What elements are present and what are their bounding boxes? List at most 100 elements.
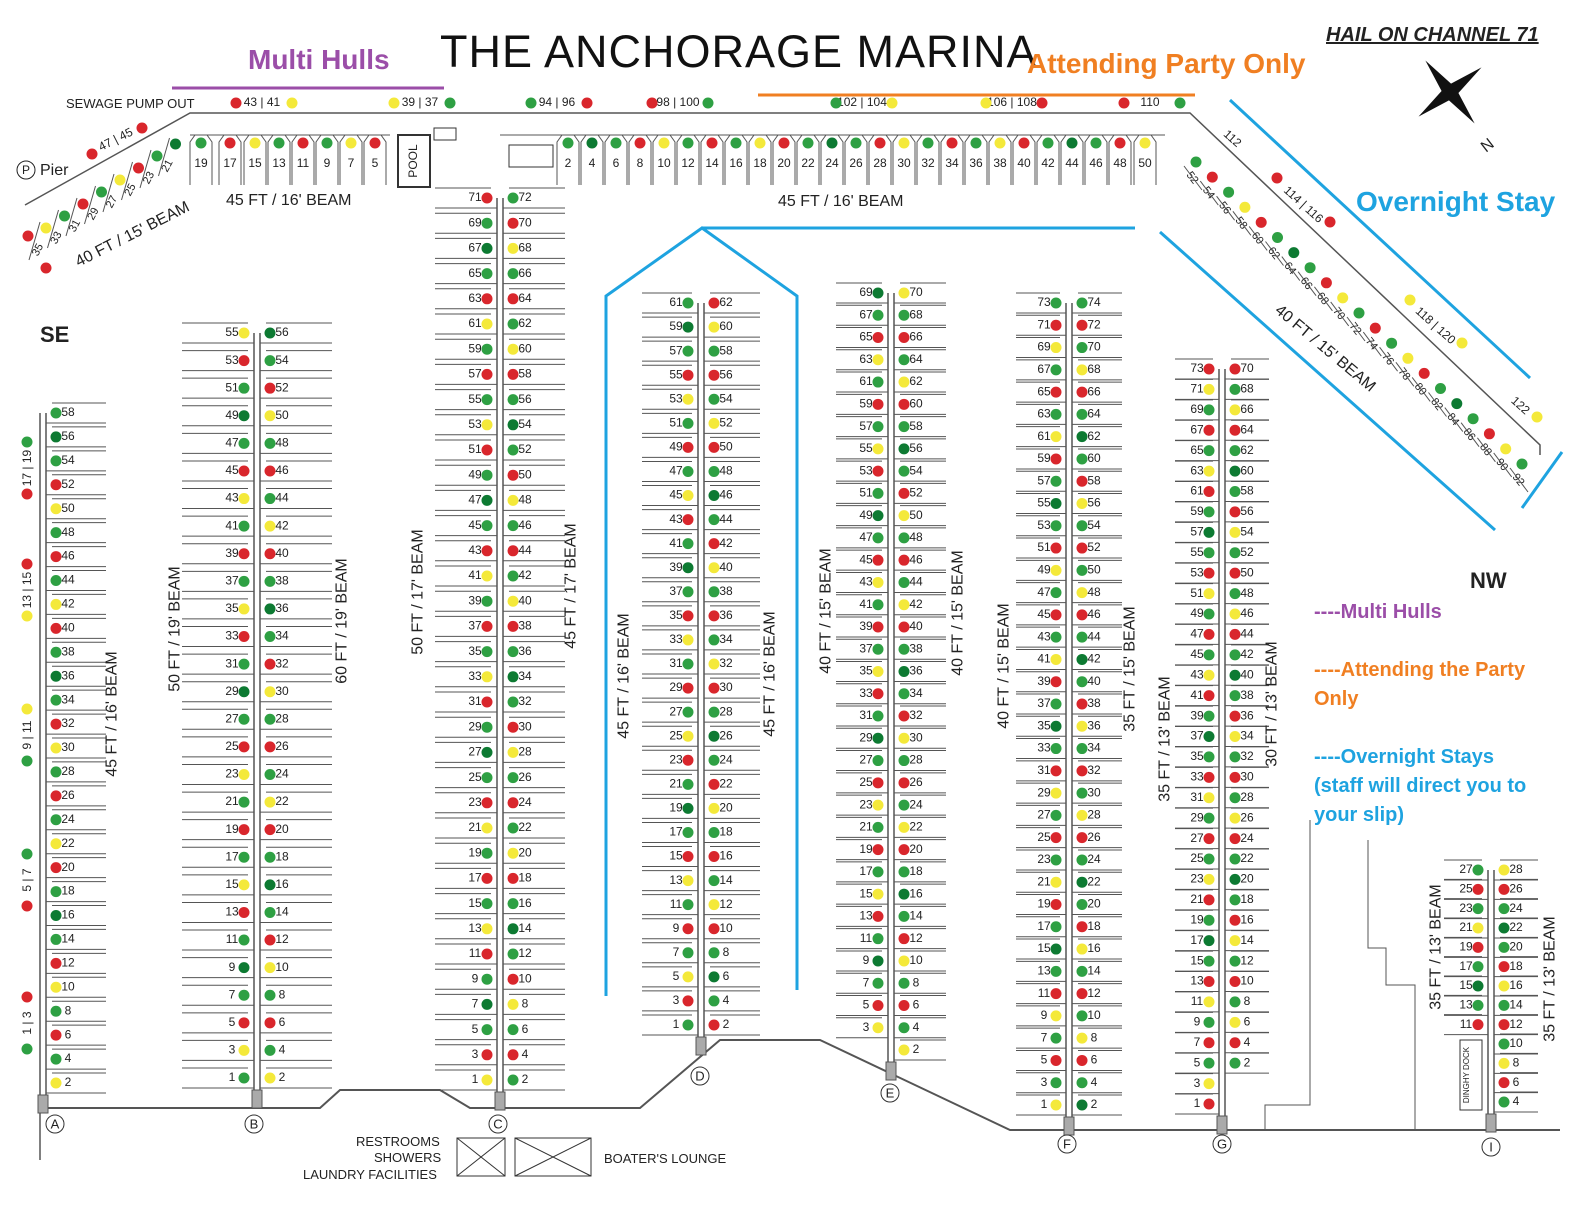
slip-marker-yellow <box>1229 1016 1241 1028</box>
slip-marker-red <box>507 469 519 481</box>
slip-number-right: 6 <box>1091 1053 1098 1067</box>
slip-marker-yellow <box>238 879 250 891</box>
slip-number-left: 71 <box>1037 317 1051 331</box>
diag-slip-number: 35 <box>30 242 46 258</box>
slip-marker-green <box>1203 914 1215 926</box>
slip-marker-yellow <box>682 393 694 405</box>
slip-marker-red <box>708 610 720 622</box>
slip-marker-red <box>481 872 493 884</box>
slip-marker-green <box>1229 547 1241 559</box>
slip-marker-yellow <box>708 802 720 814</box>
slip-marker-green <box>273 137 285 149</box>
slip-number-left: 69 <box>1037 340 1051 354</box>
slip-marker-red <box>1050 542 1062 554</box>
slip-marker-red <box>224 137 236 149</box>
slip-marker-red <box>706 137 718 149</box>
slip-number-left: 23 <box>1037 852 1051 866</box>
top-slip <box>1108 134 1132 185</box>
slip-marker-green <box>238 658 250 670</box>
slip-number-left: 3 <box>1194 1076 1201 1090</box>
slip-number-right: 36 <box>1240 708 1254 722</box>
slip-number-right: 70 <box>1240 361 1254 375</box>
slip-number-right: 54 <box>518 417 532 431</box>
slip-marker-green <box>1050 809 1062 821</box>
slip-marker-yellow <box>345 137 357 149</box>
slip-number-right: 4 <box>1244 1035 1251 1049</box>
slip-number-right: 32 <box>719 656 733 670</box>
slip-marker-yellow <box>1139 137 1151 149</box>
slip-marker-green <box>1090 137 1102 149</box>
slip-number-left: 19 <box>1037 897 1051 911</box>
slip-number-right: 10 <box>719 921 733 935</box>
slip-number-right: 22 <box>1240 851 1254 865</box>
slip-marker-yellow <box>1050 564 1062 576</box>
slip-marker-green <box>59 210 70 222</box>
slip-number-left: 57 <box>1037 473 1051 487</box>
slip-marker-green <box>682 417 694 429</box>
slip-number-right: 28 <box>275 711 289 725</box>
slip-number-left: 25 <box>468 770 482 784</box>
slip-number-right: 8 <box>1244 994 1251 1008</box>
slip-marker-green <box>507 1074 519 1086</box>
slip-marker-dark_green <box>1076 876 1088 888</box>
slip-number-right: 48 <box>61 525 75 539</box>
diag-slip-finger <box>1395 361 1415 387</box>
slip-number-left: 7 <box>472 997 479 1011</box>
slip-marker-green <box>898 532 910 544</box>
slip-number-right: 38 <box>719 584 733 598</box>
top-slip-number: 36 <box>969 156 983 170</box>
slip-number-left: 27 <box>468 745 482 759</box>
slip-number-right: 24 <box>61 812 75 826</box>
pool-label: POOL <box>406 144 420 178</box>
slip-number-left: 61 <box>669 295 683 309</box>
slip-number-right: 36 <box>719 608 733 622</box>
slip-number-left: 39 <box>859 619 873 633</box>
slip-number-right: 66 <box>1087 384 1101 398</box>
slip-marker-yellow <box>872 888 884 900</box>
slip-marker-green <box>872 599 884 611</box>
slip-marker-yellow <box>481 419 493 431</box>
top-slip-number: 5 <box>372 156 379 170</box>
slip-number-left: 49 <box>225 408 239 422</box>
dock-gangway <box>251 1089 263 1109</box>
slip-marker-red <box>507 1049 519 1061</box>
slip-marker-green <box>898 643 910 655</box>
slip-marker-red <box>238 906 250 918</box>
slip-number-right: 2 <box>522 1072 529 1086</box>
slip-number-left: 69 <box>1190 402 1204 416</box>
slip-marker-green <box>682 297 694 309</box>
slip-number-left: 37 <box>1190 729 1204 743</box>
slip-number-right: 46 <box>1240 606 1254 620</box>
slip-number-right: 74 <box>1087 295 1101 309</box>
top-slip <box>844 134 868 185</box>
slip-marker-yellow <box>1498 864 1510 876</box>
slip-marker-green <box>682 137 694 149</box>
slip-marker-red <box>898 621 910 633</box>
slip-marker-green <box>1050 631 1062 643</box>
slip-marker-red <box>86 148 98 160</box>
slip-number-left: 65 <box>468 266 482 280</box>
slip-marker-red <box>1118 97 1130 109</box>
slip-marker-red <box>1472 941 1484 953</box>
slip-number-left: 55 <box>669 367 683 381</box>
slip-number-left: 29 <box>1037 785 1051 799</box>
slip-marker-green <box>1229 588 1241 600</box>
slip-marker-yellow <box>264 1072 276 1084</box>
slip-marker-yellow <box>50 598 62 610</box>
slip-marker-green <box>481 595 493 607</box>
slip-number-left: 43 <box>669 512 683 526</box>
slip-number-right: 20 <box>909 842 923 856</box>
slip-marker-red <box>872 688 884 700</box>
slip-number-right: 20 <box>1509 940 1523 954</box>
slip-number-right: 22 <box>275 794 289 808</box>
slip-marker-green <box>507 318 519 330</box>
slip-number-right: 68 <box>1240 382 1254 396</box>
slip-number-right: 4 <box>1513 1094 1520 1108</box>
diag-slip-finger <box>1265 241 1284 266</box>
diag-slip-finger <box>1460 422 1480 448</box>
pier-p-letter: P <box>22 163 30 177</box>
slip-marker-yellow <box>1500 443 1512 455</box>
slip-marker-red <box>898 844 910 856</box>
beam-dock-i-right: 35 FT / 13' BEAM <box>1541 916 1559 1042</box>
slip-number-right: 6 <box>1244 1015 1251 1029</box>
